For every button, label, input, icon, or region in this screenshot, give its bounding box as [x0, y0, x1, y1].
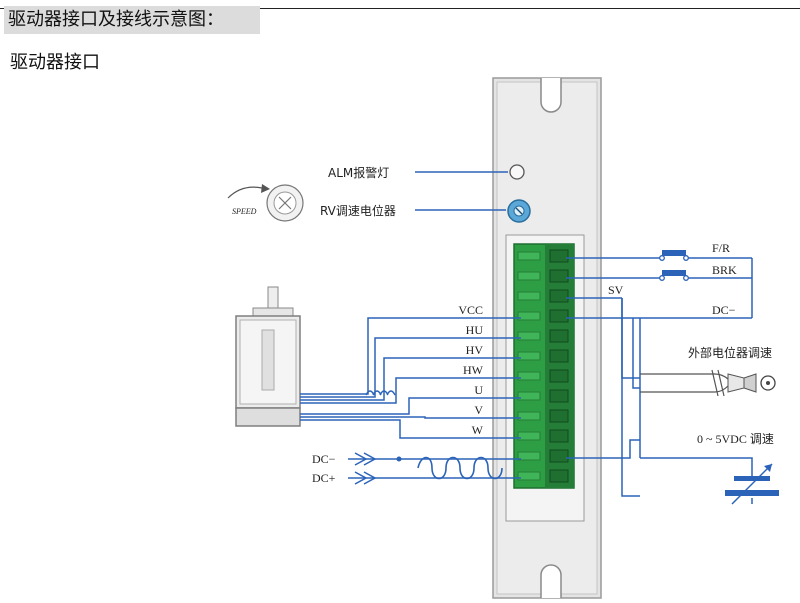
terminal-opening: [517, 471, 541, 481]
terminal-label-v: V: [474, 403, 483, 417]
junction-dot: [396, 456, 402, 462]
brk-label: BRK: [712, 263, 737, 277]
terminal-opening: [517, 431, 541, 441]
sub-heading: 驱动器接口: [10, 52, 100, 73]
terminal-label-hv: HV: [466, 343, 484, 357]
alm-label: ALM报警灯: [328, 165, 389, 180]
terminal-slots: [517, 249, 569, 483]
terminal-screw[interactable]: [549, 329, 569, 343]
terminal-label-vcc: VCC: [458, 303, 483, 317]
terminal-screw[interactable]: [549, 249, 569, 263]
external-potentiometer-icon[interactable]: [640, 369, 776, 397]
ext-pot-label: 外部电位器调速: [688, 345, 772, 360]
terminal-opening: [517, 291, 541, 301]
terminal-label-w: W: [472, 423, 484, 437]
variable-dc-source-icon[interactable]: [725, 463, 779, 505]
sv-label: SV: [608, 283, 624, 297]
right-wiring: [566, 257, 753, 504]
fr-label: F/R: [712, 241, 730, 255]
terminal-opening: [517, 251, 541, 261]
terminal-screw[interactable]: [549, 269, 569, 283]
terminal-label-hu: HU: [466, 323, 484, 337]
terminal-screw[interactable]: [549, 389, 569, 403]
terminal-opening: [517, 371, 541, 381]
terminal-opening: [517, 271, 541, 281]
motor-wiring: [300, 317, 521, 439]
driver-housing: [492, 77, 602, 599]
dcm-label: DC−: [712, 303, 736, 317]
terminal-label-u: U: [474, 383, 483, 397]
terminal-opening: [517, 391, 541, 401]
terminal-screw[interactable]: [549, 449, 569, 463]
terminal-opening: [517, 451, 541, 461]
rv-label: RV调速电位器: [320, 203, 396, 218]
terminal-screw[interactable]: [549, 289, 569, 303]
speed-knob-icon: SPEED: [227, 184, 304, 222]
power-wiring: [348, 452, 521, 485]
terminal-screw[interactable]: [549, 309, 569, 323]
power-label-dcplus: DC+: [312, 471, 336, 485]
terminal-screw[interactable]: [549, 429, 569, 443]
terminal-labels: VCC HU HV HW UVW: [458, 303, 483, 437]
alm-rv-leaders: [415, 171, 508, 211]
terminal-screw[interactable]: [549, 349, 569, 363]
terminal-opening: [517, 351, 541, 361]
speed-label: SPEED: [232, 207, 257, 216]
terminal-screw[interactable]: [549, 409, 569, 423]
terminal-opening: [517, 331, 541, 341]
terminal-opening: [517, 411, 541, 421]
power-label-dcminus: DC−: [312, 452, 336, 466]
brk-switch-icon[interactable]: [659, 270, 689, 281]
terminal-screw[interactable]: [549, 469, 569, 483]
volt-speed-label: 0 ~ 5VDC 调速: [697, 432, 774, 446]
terminal-opening: [517, 311, 541, 321]
bldc-motor-icon: [235, 286, 301, 427]
fr-switch-icon[interactable]: [659, 250, 689, 261]
terminal-screw[interactable]: [549, 369, 569, 383]
section-heading: 驱动器接口及接线示意图：: [4, 6, 260, 34]
terminal-label-hw: HW: [463, 363, 484, 377]
top-rule: [0, 8, 800, 9]
alm-led-icon: [509, 164, 525, 180]
